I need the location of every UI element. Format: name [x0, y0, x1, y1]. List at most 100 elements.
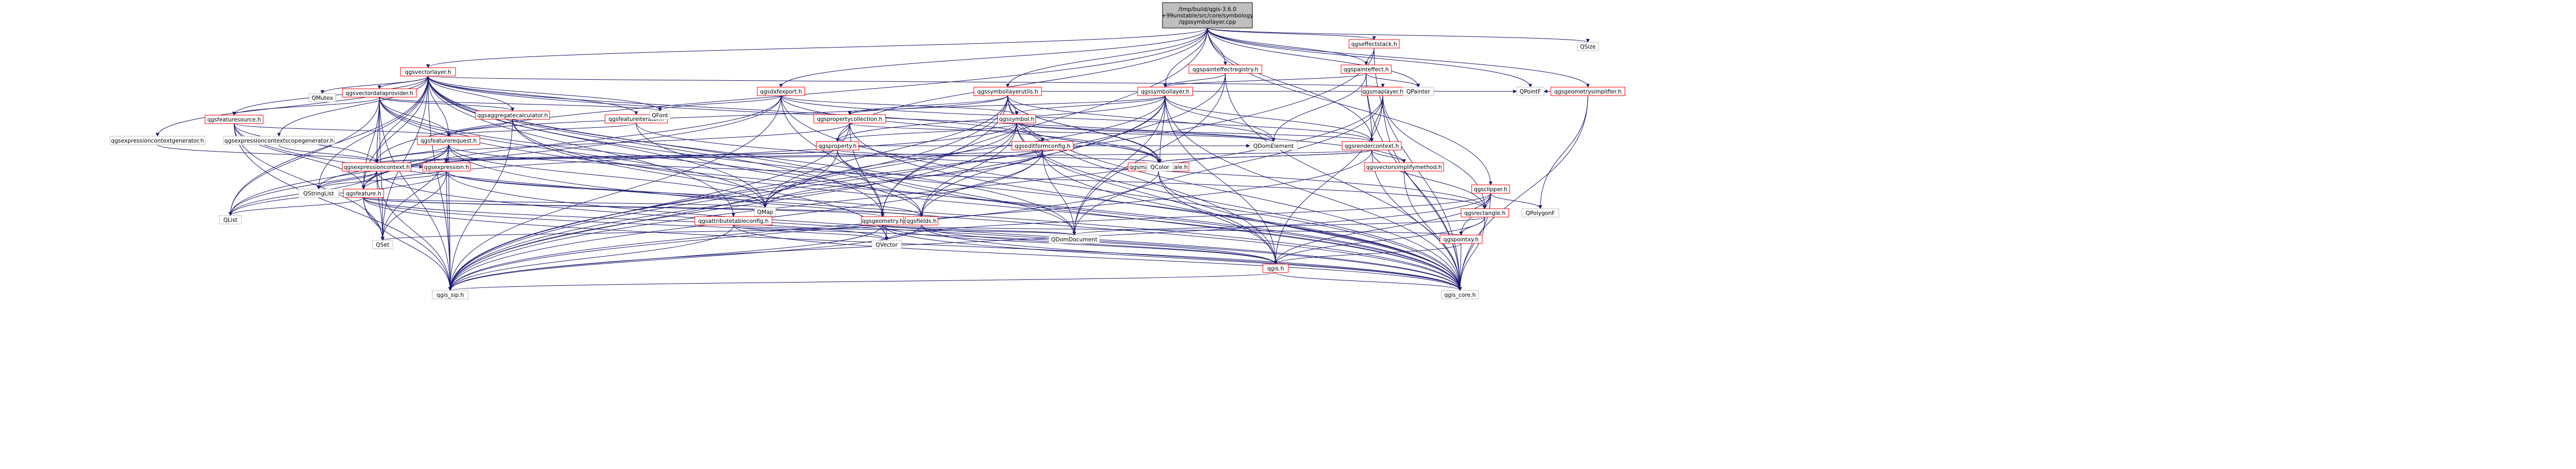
node-box [871, 240, 902, 249]
edge-qgs-to-qgis-sip [449, 272, 1276, 291]
node-box [1162, 2, 1253, 29]
node-label: qgsexpressioncontextgenerator.h [111, 138, 204, 144]
node-label: qgsrectangle.h [1464, 210, 1505, 217]
node-qdomdocument[interactable]: QDomDocument [1048, 234, 1100, 244]
node-label: qgspropertycollection.h [817, 116, 882, 123]
edge-qgsfeature-to-qgis-sip [363, 197, 452, 291]
node-qdomelement[interactable]: QDomElement [1249, 141, 1298, 151]
edge-qgsaggregatecalculator-to-qgis-sip [448, 119, 513, 291]
node-qgsfeaturesource[interactable]: qgsfeaturesource.h [204, 115, 264, 124]
edge-qgssymbol-to-qmap [763, 123, 1017, 208]
node-label: qgsattributetableconfig.h [698, 218, 768, 224]
node-qmutex[interactable]: QMutex [309, 93, 336, 102]
node-qgsexpressioncontextgenerator[interactable]: qgsexpressioncontextgenerator.h [109, 136, 206, 145]
node-box [816, 141, 859, 151]
edge-root-to-qgsvectorlayer [426, 27, 1208, 68]
node-qvector[interactable]: QVector [871, 240, 902, 249]
node-label: qgsfeaturesource.h [207, 117, 261, 123]
node-qgsfields[interactable]: qgsfields.h [905, 216, 938, 226]
node-qgsvectordataprovider[interactable]: qgsvectordataprovider.h [342, 88, 417, 98]
node-qgseditformconfig[interactable]: qgseditformconfig.h [1011, 141, 1074, 151]
node-box [1441, 290, 1479, 299]
node-qgssymbollayer[interactable]: qgssymbollayer.h [1137, 87, 1193, 96]
node-box [417, 136, 480, 145]
node-qgsgeometry[interactable]: qgsgeometry.h [861, 216, 904, 226]
node-box [1364, 162, 1444, 172]
edge-qgseditformconfig-to-qgsfields [919, 149, 1043, 217]
node-qgis-core[interactable]: qgis_core.h [1441, 290, 1479, 299]
node-qgsrectangle[interactable]: qgsrectangle.h [1461, 208, 1509, 218]
edge-qgsfeature-to-qset [363, 197, 385, 241]
edge-root-to-qgssymbollayerutils [1006, 27, 1208, 88]
node-qgsmaplayer[interactable]: qgsmaplayer.h [1361, 87, 1405, 96]
node-label: qgsfeature.h [346, 191, 382, 197]
node-qgsclipper[interactable]: qgsclipper.h [1471, 184, 1510, 194]
edge-qgsfields-to-qgis-sip [448, 224, 922, 291]
node-label: qgsgeometry.h [862, 218, 903, 224]
node-qgspropertycollection[interactable]: qgspropertycollection.h [813, 114, 886, 124]
node-qfont[interactable]: QFont [649, 110, 671, 120]
node-box [905, 216, 938, 226]
node-qsize[interactable]: QSize [1577, 42, 1599, 51]
node-qgsproperty[interactable]: qgsproperty.h [816, 141, 859, 151]
node-label: +99unstable/src/core/symbology [1161, 13, 1253, 19]
edge-qgspointxy-to-qgs [1273, 243, 1462, 265]
node-qgsexpressioncontextscopegenerator[interactable]: qgsexpressioncontextscopegenerator.h [223, 136, 335, 145]
node-qgspointxy[interactable]: qgspointxy.h [1439, 234, 1483, 244]
edge-qgsvectordataprovider-to-qfont [379, 97, 662, 111]
node-qpolygonf[interactable]: QPolygonF [1521, 208, 1559, 218]
node-box [343, 189, 384, 198]
node-box [1349, 39, 1400, 49]
edge-qgssymbollayerutils-to-qdomelement [1007, 95, 1276, 142]
node-qgsrendercontext[interactable]: qgsrendercontext.h [1342, 141, 1402, 151]
node-label: QMap [757, 209, 774, 215]
node-qmap[interactable]: QMap [754, 207, 776, 217]
node-qgssymbollayerutils[interactable]: qgssymbollayerutils.h [973, 87, 1042, 96]
node-qgsdxfexport[interactable]: qgsdxfexport.h [757, 87, 805, 96]
node-qset[interactable]: QSet [372, 240, 393, 249]
node-qgsvectorlayer[interactable]: qgsvectorlayer.h [400, 67, 456, 77]
node-qgsaggregatecalculator[interactable]: qgsaggregatecalculator.h [475, 110, 550, 120]
edge-qgseditformconfig-to-qdomdocument [1042, 149, 1076, 236]
node-qgsexpression[interactable]: qgsexpression.h [422, 162, 471, 172]
edge-qgsvectordataprovider-to-qgsexpressioncontext [375, 97, 380, 163]
node-qpointf[interactable]: QPointF [1516, 87, 1545, 96]
node-qgsfeaturerequest[interactable]: qgsfeaturerequest.h [417, 136, 480, 145]
node-qgsvectorsimplifymethod[interactable]: qgsvectorsimplifymethod.h [1364, 162, 1444, 172]
node-qlist[interactable]: QList [219, 215, 242, 224]
node-qgspainteffect[interactable]: qgspainteffect.h [1341, 64, 1392, 74]
edge-root-to-qgsrendercontext [1207, 27, 1374, 142]
edge-qgspainteffect-to-qgsrendercontext [1366, 73, 1374, 142]
node-qgseffectstack[interactable]: qgseffectstack.h [1349, 39, 1400, 49]
node-qgsgeometrysimplifier[interactable]: qgsgeometrysimplifier.h [1550, 87, 1625, 96]
edge-qgsvectorlayer-to-qgsfeatureiterator [427, 76, 638, 115]
edge-qgsproperty-to-qdomdocument [837, 149, 1076, 236]
node-qgs[interactable]: qgis.h [1262, 264, 1289, 273]
edge-qgsvectorsimplifymethod-to-qgis-core [1403, 171, 1462, 291]
node-label: QList [224, 217, 238, 223]
node-qgspainteffectregistry[interactable]: qgspainteffectregistry.h [1188, 64, 1262, 74]
node-box [422, 162, 471, 172]
node-qgis-sip[interactable]: qgis_sip.h [432, 290, 469, 299]
edge-qgsproperty-to-qcolor [837, 149, 1162, 163]
edge-qgsfeature-to-qmap [363, 197, 767, 208]
node-label: QStringList [303, 191, 334, 197]
node-qgsattributetableconfig[interactable]: qgsattributetableconfig.h [694, 216, 773, 226]
edge-qgsattributetableconfig-to-qdomdocument [733, 224, 1076, 236]
node-qgsexpressioncontext[interactable]: qgsexpressioncontext.h [342, 162, 412, 172]
edge-qgsvectordataprovider-to-qlist [228, 97, 380, 216]
node-qstringlist[interactable]: QStringList [298, 189, 339, 198]
edge-qgsvectorlayer-to-qgsvectordataprovider [377, 76, 429, 89]
node-label: qgis.h [1267, 266, 1284, 272]
node-box [861, 216, 904, 226]
node-qgssymbol[interactable]: qgssymbol.h [997, 114, 1036, 124]
node-qcolor[interactable]: QColor [1146, 162, 1174, 172]
node-qpainter[interactable]: QPainter [1402, 87, 1434, 96]
node-label: QPainter [1406, 89, 1430, 95]
edge-qgssymbol-to-qgsmaptounitscale [1016, 123, 1160, 163]
node-label: qgsexpressioncontextscopegenerator.h [225, 138, 334, 144]
node-label: qgsexpression.h [424, 164, 469, 171]
edge-qgsvectorlayer-to-qlist [228, 76, 429, 216]
node-box [1342, 141, 1402, 151]
node-qgsfeature[interactable]: qgsfeature.h [343, 189, 384, 198]
